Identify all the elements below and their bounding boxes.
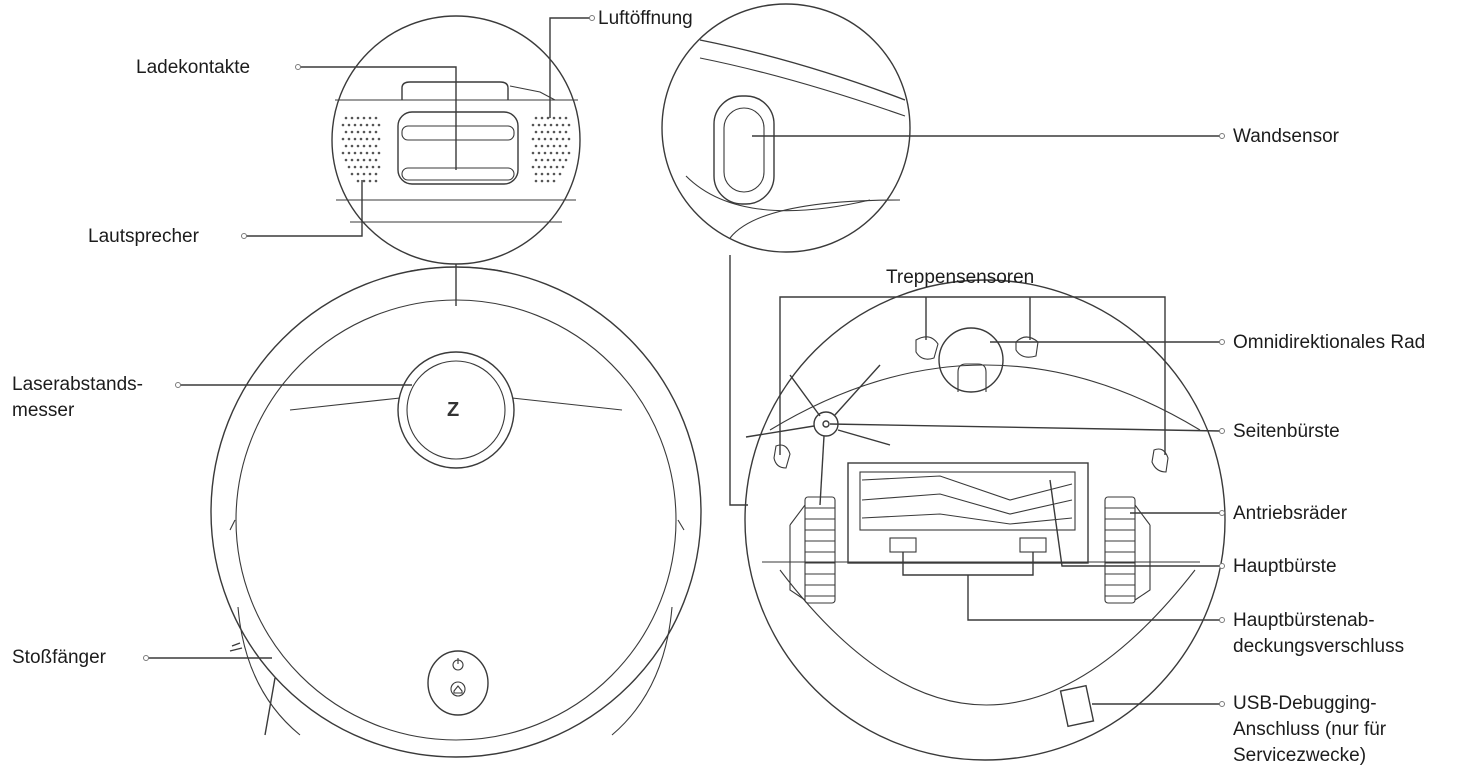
- speaker-grille-left: [341, 116, 381, 183]
- label-usb-line1: USB-Debugging-: [1233, 693, 1377, 714]
- zoom-wall-sensor: [661, 3, 911, 506]
- label-luftoeffnung: Luftöffnung: [598, 8, 693, 29]
- brush-latch-right: [1019, 537, 1047, 553]
- button-panel: [427, 650, 489, 716]
- label-laserabstandsmesser-line2: messer: [12, 400, 75, 421]
- lds-turret-inner: [406, 360, 506, 460]
- lds-turret-outer: [397, 351, 515, 469]
- wall-sensor-outer: [713, 95, 775, 205]
- omni-wheel: [957, 363, 987, 392]
- label-usb-line2: Anschluss (nur für: [1233, 719, 1387, 740]
- robot-bottom-outer-rim: [744, 279, 1226, 761]
- label-laserabstandsmesser-line1: Laserabstands-: [12, 374, 143, 395]
- drive-wheel-left: [789, 496, 836, 604]
- speaker-grille-right: [531, 116, 571, 183]
- label-ladekontakte: Ladekontakte: [136, 57, 251, 78]
- label-hauptbuerstenabdeckung-line1: Hauptbürstenab-: [1233, 610, 1375, 631]
- label-hauptbuerste: Hauptbürste: [1233, 556, 1337, 577]
- main-brush: [859, 471, 1076, 531]
- wall-sensor-inner: [723, 107, 765, 193]
- main-brush-cover: [847, 462, 1089, 564]
- label-omnidirektionales-rad: Omnidirektionales Rad: [1233, 332, 1426, 353]
- cliff-sensor-4: [1151, 448, 1169, 473]
- label-stossfaenger: Stoßfänger: [12, 647, 106, 668]
- robot-top-view: [210, 266, 702, 758]
- bumper-notch: [229, 519, 685, 531]
- omni-wheel-housing: [938, 327, 1004, 393]
- zoom-circle-right: [661, 3, 911, 253]
- label-wandsensor: Wandsensor: [1233, 126, 1339, 147]
- brand-logo: Z: [447, 399, 460, 421]
- label-treppensensoren: Treppensensoren: [886, 267, 1035, 288]
- drive-wheel-right: [1104, 496, 1151, 604]
- label-seitenbuerste: Seitenbürste: [1233, 421, 1340, 442]
- bumper-edge-right: [611, 606, 673, 736]
- cliff-sensor-2: [1015, 336, 1039, 358]
- label-antriebsraeder: Antriebsräder: [1233, 503, 1348, 524]
- robot-top-outer-rim: [210, 266, 702, 758]
- robot-top-inner-plate: [235, 299, 677, 741]
- label-lautsprecher: Lautsprecher: [88, 226, 199, 247]
- charging-tab: [401, 81, 509, 100]
- cliff-sensor-3: [773, 444, 791, 469]
- bumper-edge-left: [237, 606, 301, 736]
- zoom-charging-contacts: [331, 15, 581, 306]
- robot-bottom-view: [744, 279, 1226, 761]
- brush-latch-left: [889, 537, 917, 553]
- top-line-right: [511, 397, 623, 411]
- usb-port: [1059, 684, 1095, 728]
- bottom-inner-arc: [779, 569, 1196, 706]
- callout-lines: [143, 15, 1225, 707]
- charging-window: [397, 111, 519, 185]
- label-hauptbuerstenabdeckung-line2: deckungsverschluss: [1233, 636, 1405, 657]
- side-brush-peek: [229, 642, 276, 736]
- home-icon: [450, 681, 466, 697]
- top-line-left: [289, 397, 401, 411]
- zoom-connector-right: [729, 255, 748, 506]
- cliff-sensor-1: [915, 336, 939, 360]
- label-usb-line3: Servicezwecke): [1233, 745, 1367, 766]
- side-brush: [745, 364, 891, 506]
